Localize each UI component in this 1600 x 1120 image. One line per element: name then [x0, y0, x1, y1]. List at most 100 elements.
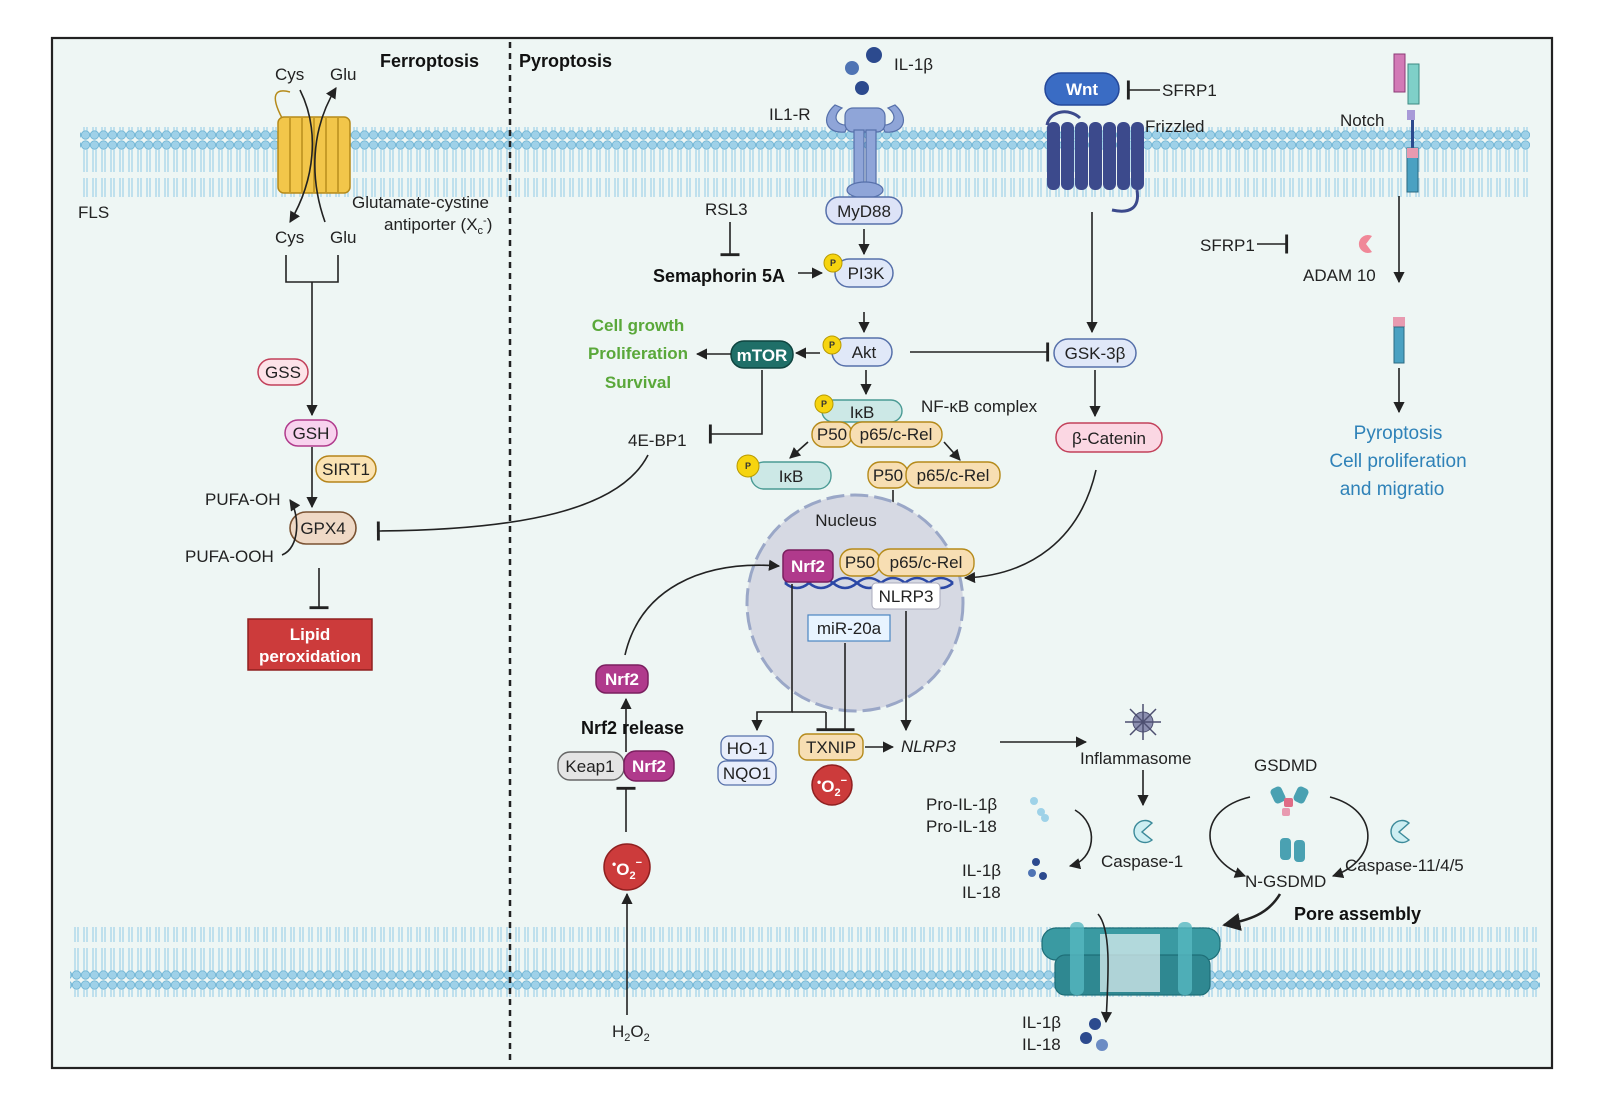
nlrp3-protein-label: NLRP3: [901, 737, 956, 756]
gsdmd-pore-icon: [1041, 922, 1221, 996]
ho1-node: HO-1: [720, 735, 774, 761]
mtor-node: mTOR: [730, 340, 794, 369]
nfkb-complex: IκB P P50 p65/c-Rel: [811, 394, 943, 448]
svg-text:NQO1: NQO1: [723, 764, 771, 783]
svg-text:β-Catenin: β-Catenin: [1072, 429, 1146, 448]
sfrp1-label-a: SFRP1: [1162, 81, 1217, 100]
caspase11-icon: [1390, 819, 1411, 844]
cys-bottom-label: Cys: [275, 228, 304, 247]
p50-p65-nucleus-node: P50 p65/c-Rel: [839, 548, 975, 577]
caspase1-label: Caspase-1: [1101, 852, 1183, 871]
sfrp1-label-b: SFRP1: [1200, 236, 1255, 255]
svg-text:•O2−: •O2−: [817, 775, 847, 799]
il1b-mature-label: IL-1β: [962, 861, 1001, 880]
il1b-out-label: IL-1β: [1022, 1013, 1061, 1032]
svg-text:IκB: IκB: [779, 467, 804, 486]
akt-node: Akt P: [822, 335, 893, 367]
gpx4-node: GPX4: [289, 511, 357, 545]
pro-cytokine-icon: [1030, 797, 1038, 805]
bcatenin-node: β-Catenin: [1055, 422, 1163, 453]
frizzled-receptor-icon: [1045, 110, 1144, 213]
outcome-label-3: and migratio: [1340, 479, 1445, 500]
notch-receptor-icon: [1393, 53, 1420, 193]
svg-text:p65/c-Rel: p65/c-Rel: [860, 425, 933, 444]
il1b-ligand-icon: [855, 81, 869, 95]
lipid-peroxidation-box: Lipid peroxidation: [247, 618, 373, 671]
notch-label: Notch: [1340, 111, 1384, 130]
svg-text:Akt: Akt: [852, 343, 877, 362]
svg-text:p65/c-Rel: p65/c-Rel: [917, 466, 990, 485]
svg-text:P50: P50: [873, 466, 903, 485]
nicd-icon: [1393, 317, 1405, 364]
svg-text:Nrf2: Nrf2: [791, 557, 825, 576]
antiporter-label-line1: Glutamate-cystine: [352, 193, 489, 212]
ferroptosis-heading: Ferroptosis: [380, 51, 479, 71]
pyroptosis-heading: Pyroptosis: [519, 51, 612, 71]
caspase1-cleaves-gsdmd: [1209, 796, 1251, 878]
cys-import-arrow: [289, 89, 314, 223]
ngsdmd-label: N-GSDMD: [1245, 872, 1326, 891]
glu-bottom-label: Glu: [330, 228, 356, 247]
mature-cytokine-icon: [1039, 872, 1047, 880]
released-cytokine-icon: [1089, 1018, 1101, 1030]
svg-text:miR-20a: miR-20a: [817, 619, 882, 638]
nlrp3-gene-node: NLRP3: [871, 582, 941, 610]
svg-text:GSH: GSH: [293, 424, 330, 443]
svg-text:•O2−: •O2−: [612, 857, 642, 882]
gsdmd-label: GSDMD: [1254, 756, 1317, 775]
svg-text:P: P: [821, 399, 827, 409]
il1r-receptor-icon: [825, 104, 905, 199]
svg-text:P: P: [830, 258, 836, 268]
nfkb-complex-label: NF-κB complex: [921, 397, 1038, 416]
pi3k-node: PI3K P: [823, 253, 894, 288]
mtor-inhibits-4ebp1: [708, 370, 763, 444]
glu-export-arrow: [314, 87, 337, 223]
pro-il18-label: Pro-IL-18: [926, 817, 997, 836]
svg-text:P: P: [745, 461, 751, 471]
svg-text:GSK-3β: GSK-3β: [1065, 344, 1126, 363]
svg-text:TXNIP: TXNIP: [806, 738, 856, 757]
svg-text:Lipid: Lipid: [290, 625, 331, 644]
il18-mature-label: IL-18: [962, 883, 1001, 902]
pufa-ooh-label: PUFA-OOH: [185, 547, 274, 566]
il1b-label: IL-1β: [894, 55, 933, 74]
svg-text:P50: P50: [845, 553, 875, 572]
svg-text:NLRP3: NLRP3: [879, 587, 934, 606]
adam10-label: ADAM 10: [1303, 266, 1376, 285]
nqo1-node: NQO1: [717, 760, 777, 786]
myd88-node: MyD88: [825, 196, 903, 225]
sema5a-label: Semaphorin 5A: [653, 266, 785, 286]
released-cytokine-icon: [1080, 1032, 1092, 1044]
adam10-icon: [1358, 234, 1372, 254]
svg-text:IκB: IκB: [850, 403, 875, 422]
caspase11-label: Caspase-11/4/5: [1345, 856, 1464, 875]
svg-text:p65/c-Rel: p65/c-Rel: [890, 553, 963, 572]
pro-cytokine-icon: [1037, 808, 1045, 816]
phospho-badge: [823, 253, 843, 273]
nrf2-release-label: Nrf2 release: [581, 718, 684, 738]
superoxide-icon: •O2−: [811, 764, 853, 806]
released-cytokine-icon: [1096, 1039, 1108, 1051]
inflammasome-label: Inflammasome: [1080, 749, 1191, 768]
svg-text:mTOR: mTOR: [737, 346, 788, 365]
nrf2-to-ho1: [751, 584, 793, 732]
antiporter-icon: [274, 90, 351, 194]
caspase1-icon: [1133, 819, 1154, 844]
pro-il1b-label: Pro-IL-1β: [926, 795, 997, 814]
svg-text:Keap1: Keap1: [565, 757, 614, 776]
h2o2-label: H2O2: [612, 1022, 650, 1044]
ngsdmd-to-pore: [1222, 893, 1282, 931]
gsk3b-node: GSK-3β: [1053, 338, 1137, 368]
outcome-label-1: Pyroptosis: [1354, 423, 1443, 444]
caspase11-cleaves-gsdmd: [1329, 796, 1369, 879]
svg-text:GPX4: GPX4: [300, 519, 345, 538]
svg-text:Nrf2: Nrf2: [605, 670, 639, 689]
fls-label: FLS: [78, 203, 109, 222]
phospho-badge: [814, 394, 834, 414]
bcatenin-to-nucleus: [963, 469, 1097, 584]
nrf2-translocation-arrow: [624, 559, 781, 656]
growth-label-2: Proliferation: [588, 344, 688, 363]
txnip-node: TXNIP: [798, 733, 864, 761]
svg-text:Nrf2: Nrf2: [632, 757, 666, 776]
